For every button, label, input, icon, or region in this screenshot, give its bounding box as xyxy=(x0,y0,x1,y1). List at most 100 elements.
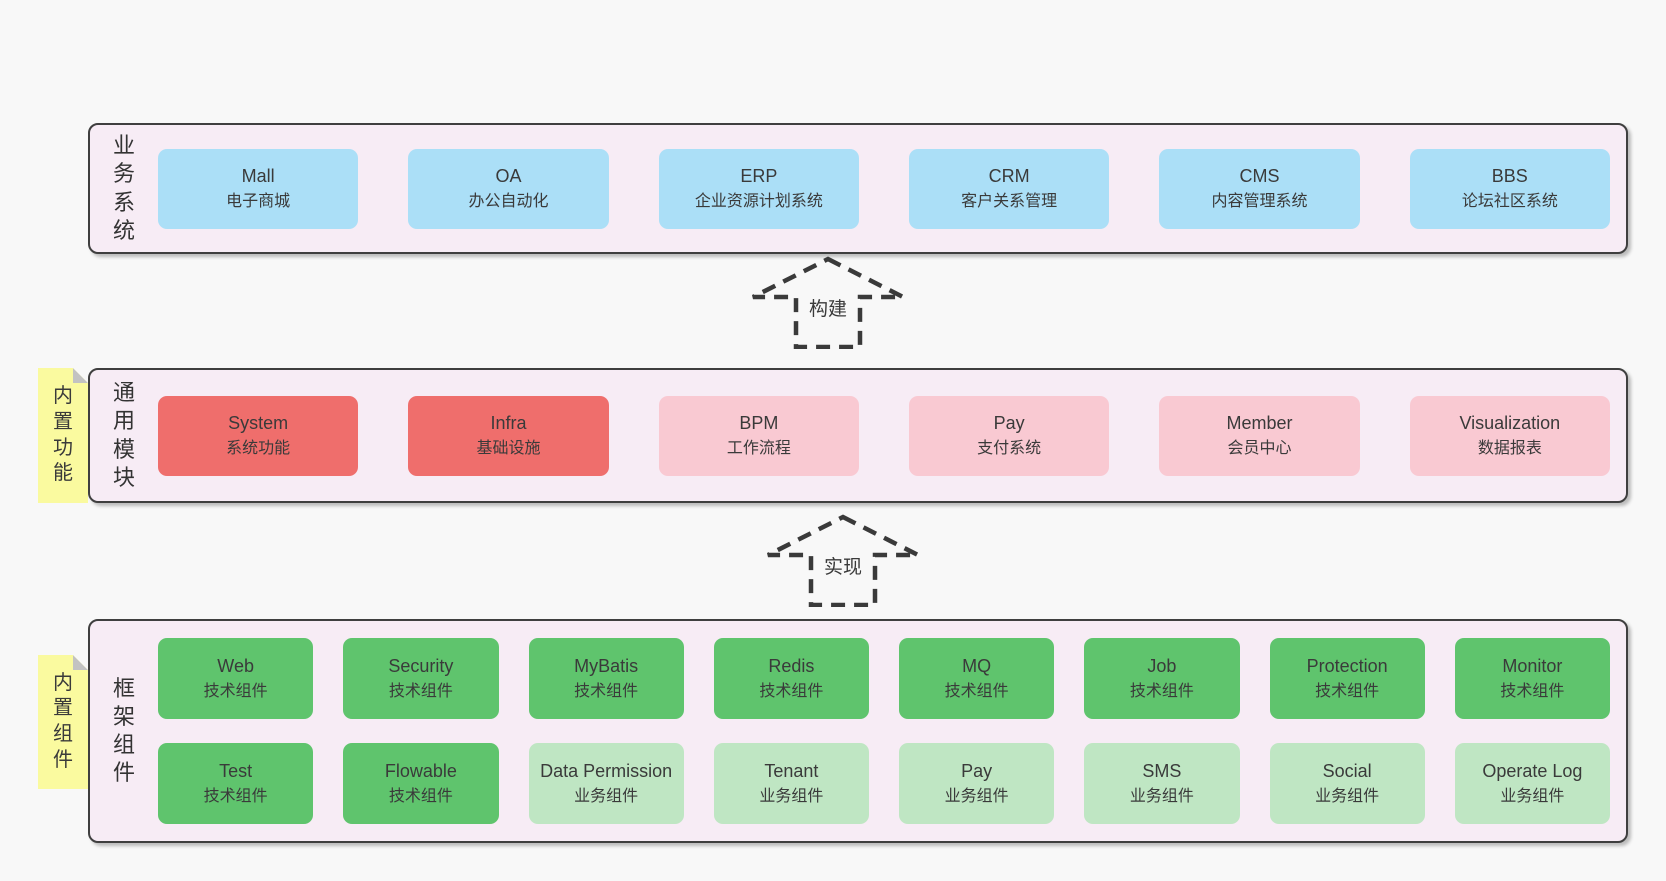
diagram-box-monitor: Monitor 技术组件 xyxy=(1454,638,1610,719)
box-subtitle: 业务组件 xyxy=(944,788,1009,806)
diagram-box-erp: ERP 企业资源计划系统 xyxy=(658,148,859,229)
box-title: Security xyxy=(388,655,454,676)
diagram-box-visualization: Visualization 数据报表 xyxy=(1409,395,1610,476)
box-subtitle: 会员中心 xyxy=(1227,440,1292,458)
section-business-systems: 业务系统 Mall 电子商城 OA 办公自动化 ERP 企业资源计划系统 CRM 客户关系管理… xyxy=(88,123,1628,254)
box-subtitle: 基础设施 xyxy=(476,440,541,458)
box-title: Social xyxy=(1322,760,1372,781)
diagram-box-member: Member 会员中心 xyxy=(1159,395,1360,476)
diagram-box-crm: CRM 客户关系管理 xyxy=(908,148,1110,229)
business-systems-boxes: Mall 电子商城 OA 办公自动化 ERP 企业资源计划系统 CRM 客户关系管理 CMS 内容… xyxy=(158,125,1610,252)
diagram-box-sms: SMS 业务组件 xyxy=(1084,743,1240,824)
box-title: Pay xyxy=(961,760,993,781)
box-title: MQ xyxy=(962,655,992,676)
diagram-box-mall: Mall 电子商城 xyxy=(158,148,359,229)
arrow-label: 实现 xyxy=(819,552,867,579)
box-title: Monitor xyxy=(1502,655,1563,676)
box-subtitle: 企业资源计划系统 xyxy=(694,193,823,211)
box-subtitle: 技术组件 xyxy=(388,788,453,806)
box-title: Protection xyxy=(1306,655,1388,676)
diagram-box-mq: MQ 技术组件 xyxy=(899,638,1055,719)
box-subtitle: 技术组件 xyxy=(1500,683,1565,701)
arrow-implement: 实现 xyxy=(758,513,928,607)
up-arrow-icon xyxy=(766,514,920,607)
arrow-build: 构建 xyxy=(743,255,913,349)
box-subtitle: 技术组件 xyxy=(203,788,268,806)
diagram-box-cms: CMS 内容管理系统 xyxy=(1159,148,1360,229)
box-title: Infra xyxy=(490,412,527,433)
sticky-note-label: 内置功能 xyxy=(53,385,73,485)
box-title: Pay xyxy=(993,412,1025,433)
box-subtitle: 业务组件 xyxy=(759,788,824,806)
box-title: Tenant xyxy=(764,760,819,781)
box-title: Test xyxy=(219,760,253,781)
box-title: CRM xyxy=(988,165,1030,186)
box-title: BBS xyxy=(1491,165,1528,186)
box-subtitle: 数据报表 xyxy=(1477,440,1542,458)
box-subtitle: 电子商城 xyxy=(226,193,291,211)
box-subtitle: 技术组件 xyxy=(574,683,639,701)
box-subtitle: 内容管理系统 xyxy=(1211,193,1308,211)
box-subtitle: 技术组件 xyxy=(1315,683,1380,701)
section-label-business-systems: 业务系统 xyxy=(112,133,135,243)
section-label-common-modules: 通用模块 xyxy=(112,380,135,490)
diagram-box-bbs: BBS 论坛社区系统 xyxy=(1409,148,1610,229)
box-title: SMS xyxy=(1142,760,1182,781)
sticky-note-label: 内置组件 xyxy=(53,671,73,771)
box-subtitle: 技术组件 xyxy=(388,683,453,701)
up-arrow-icon xyxy=(751,256,905,349)
diagram-box-bpm: BPM 工作流程 xyxy=(658,395,859,476)
box-subtitle: 客户关系管理 xyxy=(961,193,1058,211)
box-subtitle: 系统功能 xyxy=(226,440,291,458)
diagram-box-data-permission: Data Permission 业务组件 xyxy=(528,743,684,824)
box-title: Redis xyxy=(768,655,815,676)
box-title: BPM xyxy=(739,412,779,433)
section-label-framework-components: 框架组件 xyxy=(112,675,135,786)
box-title: Data Permission xyxy=(540,760,673,781)
sticky-note-builtin-components: 内置组件 xyxy=(38,655,88,789)
box-title: System xyxy=(228,412,289,433)
diagram-box-infra: Infra 基础设施 xyxy=(408,395,609,476)
diagram-box-tenant: Tenant 业务组件 xyxy=(713,743,869,824)
box-title: MyBatis xyxy=(574,655,639,676)
diagram-box-flowable: Flowable 技术组件 xyxy=(343,743,499,824)
box-title: Member xyxy=(1226,412,1293,433)
box-title: Operate Log xyxy=(1482,760,1583,781)
box-subtitle: 支付系统 xyxy=(977,440,1042,458)
box-title: Web xyxy=(217,655,254,676)
section-common-modules: 通用模块 System 系统功能 Infra 基础设施 BPM 工作流程 Pay 支付系统 Me… xyxy=(88,368,1628,503)
box-title: CMS xyxy=(1239,165,1280,186)
box-subtitle: 论坛社区系统 xyxy=(1461,193,1558,211)
box-subtitle: 办公自动化 xyxy=(468,193,549,211)
diagram-box-pay: Pay 支付系统 xyxy=(908,395,1110,476)
diagram-box-protection: Protection 技术组件 xyxy=(1269,638,1425,719)
arrow-label: 构建 xyxy=(804,294,852,321)
box-subtitle: 业务组件 xyxy=(574,788,639,806)
box-title: Flowable xyxy=(384,760,457,781)
diagram-box-security: Security 技术组件 xyxy=(343,638,499,719)
box-subtitle: 工作流程 xyxy=(726,440,791,458)
box-subtitle: 技术组件 xyxy=(944,683,1009,701)
box-title: ERP xyxy=(740,165,778,186)
diagram-box-redis: Redis 技术组件 xyxy=(713,638,869,719)
diagram-box-system: System 系统功能 xyxy=(158,395,359,476)
diagram-box-test: Test 技术组件 xyxy=(158,743,314,824)
diagram-box-mybatis: MyBatis 技术组件 xyxy=(528,638,684,719)
common-modules-boxes: System 系统功能 Infra 基础设施 BPM 工作流程 Pay 支付系统 Member 会… xyxy=(158,370,1610,501)
diagram-box-job: Job 技术组件 xyxy=(1084,638,1240,719)
box-title: Visualization xyxy=(1459,412,1561,433)
box-subtitle: 业务组件 xyxy=(1129,788,1194,806)
diagram-box-pay: Pay 业务组件 xyxy=(899,743,1055,824)
diagram-box-oa: OA 办公自动化 xyxy=(408,148,609,229)
box-title: OA xyxy=(495,165,522,186)
box-title: Job xyxy=(1147,655,1177,676)
box-subtitle: 技术组件 xyxy=(759,683,824,701)
box-subtitle: 技术组件 xyxy=(1129,683,1194,701)
box-title: Mall xyxy=(241,165,275,186)
sticky-note-builtin-features: 内置功能 xyxy=(38,368,88,503)
